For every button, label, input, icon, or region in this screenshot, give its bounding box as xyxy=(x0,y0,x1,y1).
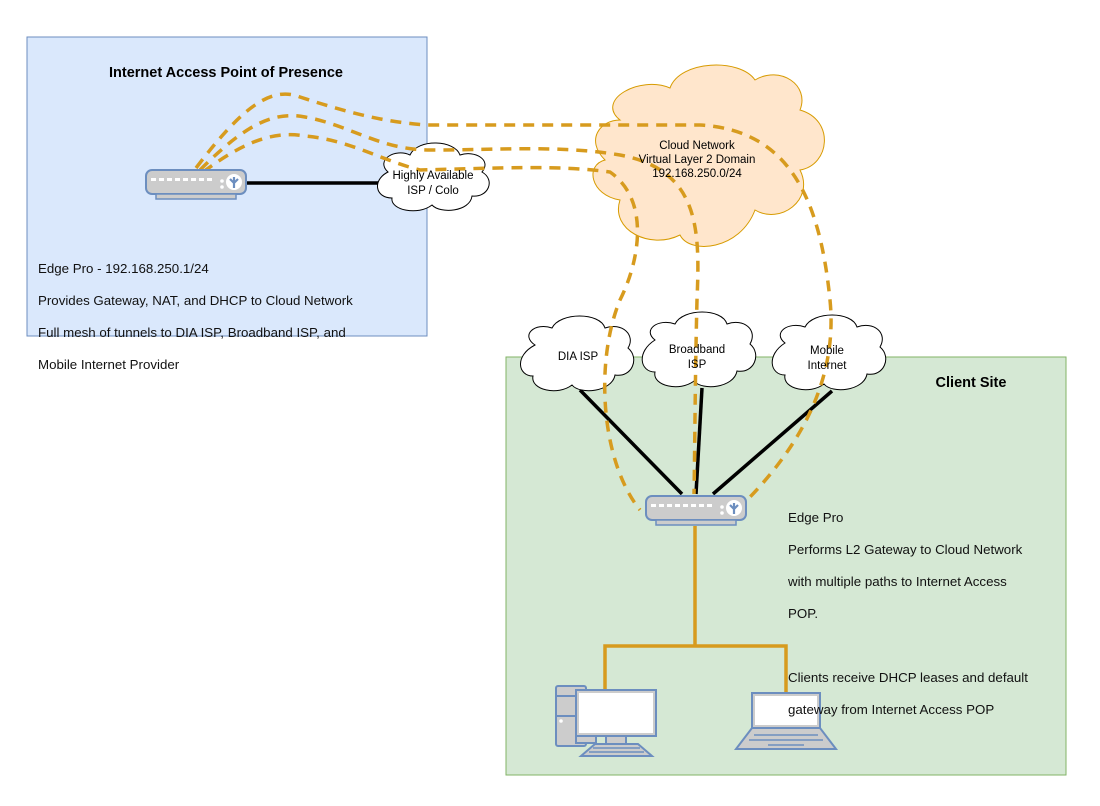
pop-description-line: Full mesh of tunnels to DIA ISP, Broadba… xyxy=(38,325,346,340)
wan-link-dia xyxy=(578,388,684,496)
wan-link-broadband xyxy=(694,387,704,495)
laptop-computer-icon xyxy=(733,692,839,750)
pop-description: Edge Pro - 192.168.250.1/24 Provides Gat… xyxy=(38,245,353,389)
client-description-line: Edge Pro xyxy=(788,510,844,525)
mobile-internet-label-line2: Internet xyxy=(808,360,848,372)
wan-link-mobile xyxy=(711,389,834,496)
client-description-line: POP. xyxy=(788,606,819,621)
broadband-isp-label-line2: ISP xyxy=(688,359,707,371)
client-description-line: with multiple paths to Internet Access xyxy=(788,574,1007,589)
dia-isp-label: DIA ISP xyxy=(558,351,599,363)
client-description-line: Clients receive DHCP leases and default xyxy=(788,670,1028,685)
tunnel-to-dia xyxy=(201,133,642,512)
client-description: Edge Pro Performs L2 Gateway to Cloud Ne… xyxy=(788,494,1028,734)
broadband-isp-cloud-shape xyxy=(641,311,757,388)
tunnels xyxy=(194,92,833,514)
broadband-isp-label-line1: Broadband xyxy=(669,344,725,356)
desktop-computer-icon xyxy=(555,685,657,757)
ha-isp-label-line1: Highly Available xyxy=(393,170,474,182)
client-description-line: gateway from Internet Access POP xyxy=(788,702,995,717)
cloud-network-label-line3: 192.168.250.0/24 xyxy=(652,168,742,180)
ha-isp-label-line2: ISP / Colo xyxy=(407,185,459,197)
mobile-internet-label-line1: Mobile xyxy=(810,345,844,357)
tunnel-to-mobile xyxy=(194,92,833,514)
cloud-network-shape xyxy=(592,64,825,247)
pop-edge-router-icon xyxy=(144,168,248,201)
cloud-network-label-line1: Cloud Network xyxy=(659,140,735,152)
ha-isp-cloud-shape xyxy=(377,142,490,212)
pop-description-line: Provides Gateway, NAT, and DHCP to Cloud… xyxy=(38,293,353,308)
pop-description-line: Edge Pro - 192.168.250.1/24 xyxy=(38,261,209,276)
client-description-line xyxy=(788,638,1028,654)
client-edge-router-icon xyxy=(644,494,748,527)
client-site-title: Client Site xyxy=(936,375,1007,391)
cloud-network-label-line2: Virtual Layer 2 Domain xyxy=(639,154,756,166)
pop-description-line: Mobile Internet Provider xyxy=(38,357,180,372)
mobile-internet-cloud-shape xyxy=(771,314,887,391)
client-description-line: Performs L2 Gateway to Cloud Network xyxy=(788,542,1023,557)
pop-title: Internet Access Point of Presence xyxy=(109,65,343,81)
lan-branch xyxy=(603,644,788,692)
tunnel-to-broadband xyxy=(198,113,700,495)
